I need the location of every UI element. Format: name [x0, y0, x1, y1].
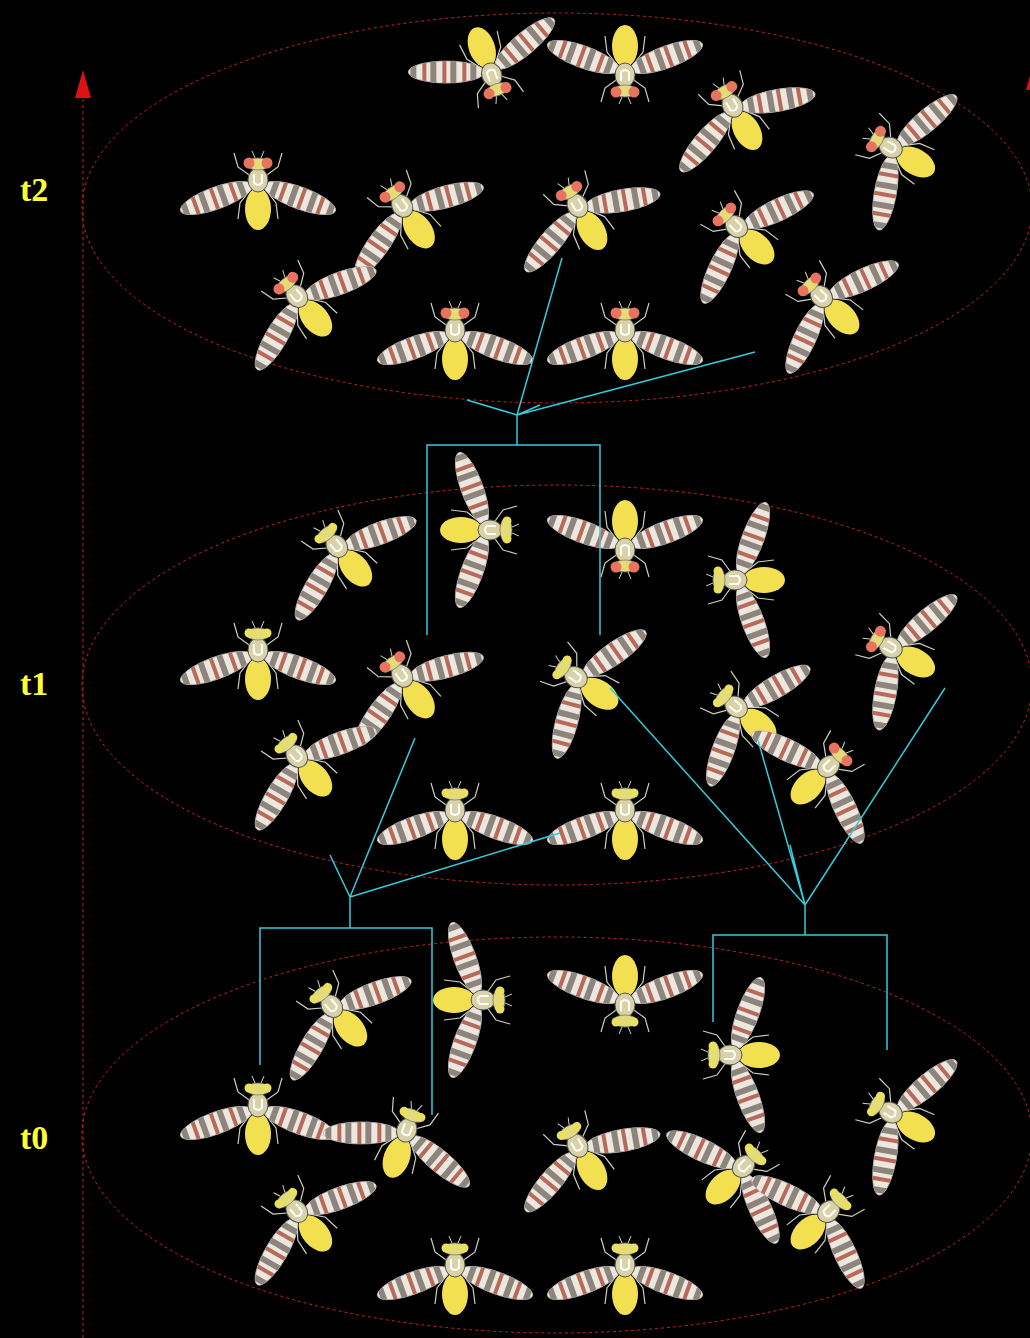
fly [742, 217, 915, 390]
time-axis [83, 96, 84, 1338]
fly [215, 221, 393, 388]
fly [175, 621, 341, 700]
fly [542, 301, 708, 380]
fly [734, 1132, 907, 1305]
fly [542, 500, 708, 579]
fly [175, 151, 341, 230]
fly [175, 1076, 341, 1155]
fly [505, 592, 665, 773]
fly [372, 781, 538, 860]
fly [824, 561, 975, 744]
generation-label: t2 [20, 173, 48, 207]
fly [312, 1075, 495, 1206]
fly [734, 687, 907, 860]
fly [372, 1236, 538, 1315]
axis-arrowhead [75, 70, 91, 98]
fly [542, 781, 708, 860]
fly [215, 1136, 393, 1303]
fly [491, 139, 674, 290]
fly [215, 681, 393, 848]
fly [433, 917, 512, 1083]
fly [250, 931, 428, 1098]
fly [491, 1079, 674, 1230]
fly [706, 497, 785, 663]
lineage-lines [260, 258, 945, 1115]
fly [255, 471, 433, 638]
generation-ellipse [82, 485, 1030, 885]
fly [397, 0, 580, 130]
fly [542, 25, 708, 104]
fly [372, 301, 538, 380]
generation-label: t0 [20, 1121, 48, 1155]
fly [542, 1236, 708, 1315]
fly [646, 39, 829, 190]
fly [542, 955, 708, 1034]
fly [440, 447, 519, 613]
fly [824, 1026, 975, 1209]
axis-arrowhead [1026, 76, 1030, 90]
generation-label: t1 [20, 667, 48, 701]
fly [824, 61, 975, 244]
generation-ellipse [82, 937, 1030, 1333]
generation-ellipse [82, 13, 1030, 403]
